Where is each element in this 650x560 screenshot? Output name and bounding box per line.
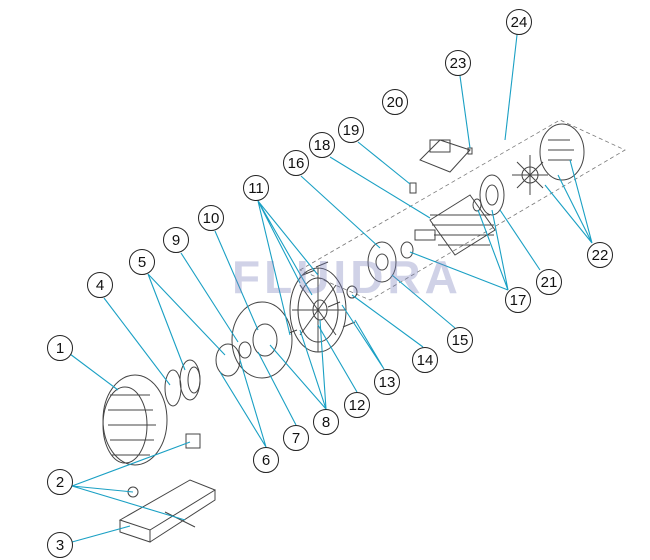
bolts	[288, 261, 356, 334]
fan-cover	[539, 123, 585, 181]
callout-24: 24	[506, 9, 532, 35]
o-ring-and-seals	[164, 341, 252, 407]
callout-20: 20	[382, 89, 408, 115]
callout-12: 12	[344, 392, 370, 418]
callout-22: 22	[587, 242, 613, 268]
callout-2: 2	[47, 469, 73, 495]
callout-13: 13	[374, 369, 400, 395]
callout-10: 10	[198, 205, 224, 231]
leader-lines	[69, 34, 593, 543]
callout-23: 23	[445, 50, 471, 76]
callout-7: 7	[283, 425, 309, 451]
motor	[414, 194, 496, 256]
callout-14: 14	[412, 347, 438, 373]
assembly-axis	[299, 119, 626, 301]
callout-1: 1	[47, 335, 73, 361]
callout-16: 16	[283, 150, 309, 176]
bearing-cover	[346, 241, 414, 299]
callout-5: 5	[129, 249, 155, 275]
callout-15: 15	[447, 327, 473, 353]
rear-end-shield	[472, 174, 505, 216]
callout-6: 6	[253, 447, 279, 473]
fan	[512, 155, 548, 195]
pump-base	[118, 433, 217, 543]
terminal-box	[409, 139, 473, 194]
fluidra-watermark: FLUIDRA	[232, 251, 462, 303]
pump-housing	[102, 374, 168, 466]
callout-8: 8	[313, 409, 339, 435]
callout-9: 9	[163, 227, 189, 253]
callout-18: 18	[309, 132, 335, 158]
callout-4: 4	[87, 272, 113, 298]
callout-17: 17	[505, 287, 531, 313]
callout-19: 19	[338, 117, 364, 143]
diffuser-plate	[231, 301, 293, 379]
callout-11: 11	[243, 175, 269, 201]
callout-3: 3	[47, 532, 73, 558]
callout-21: 21	[536, 269, 562, 295]
